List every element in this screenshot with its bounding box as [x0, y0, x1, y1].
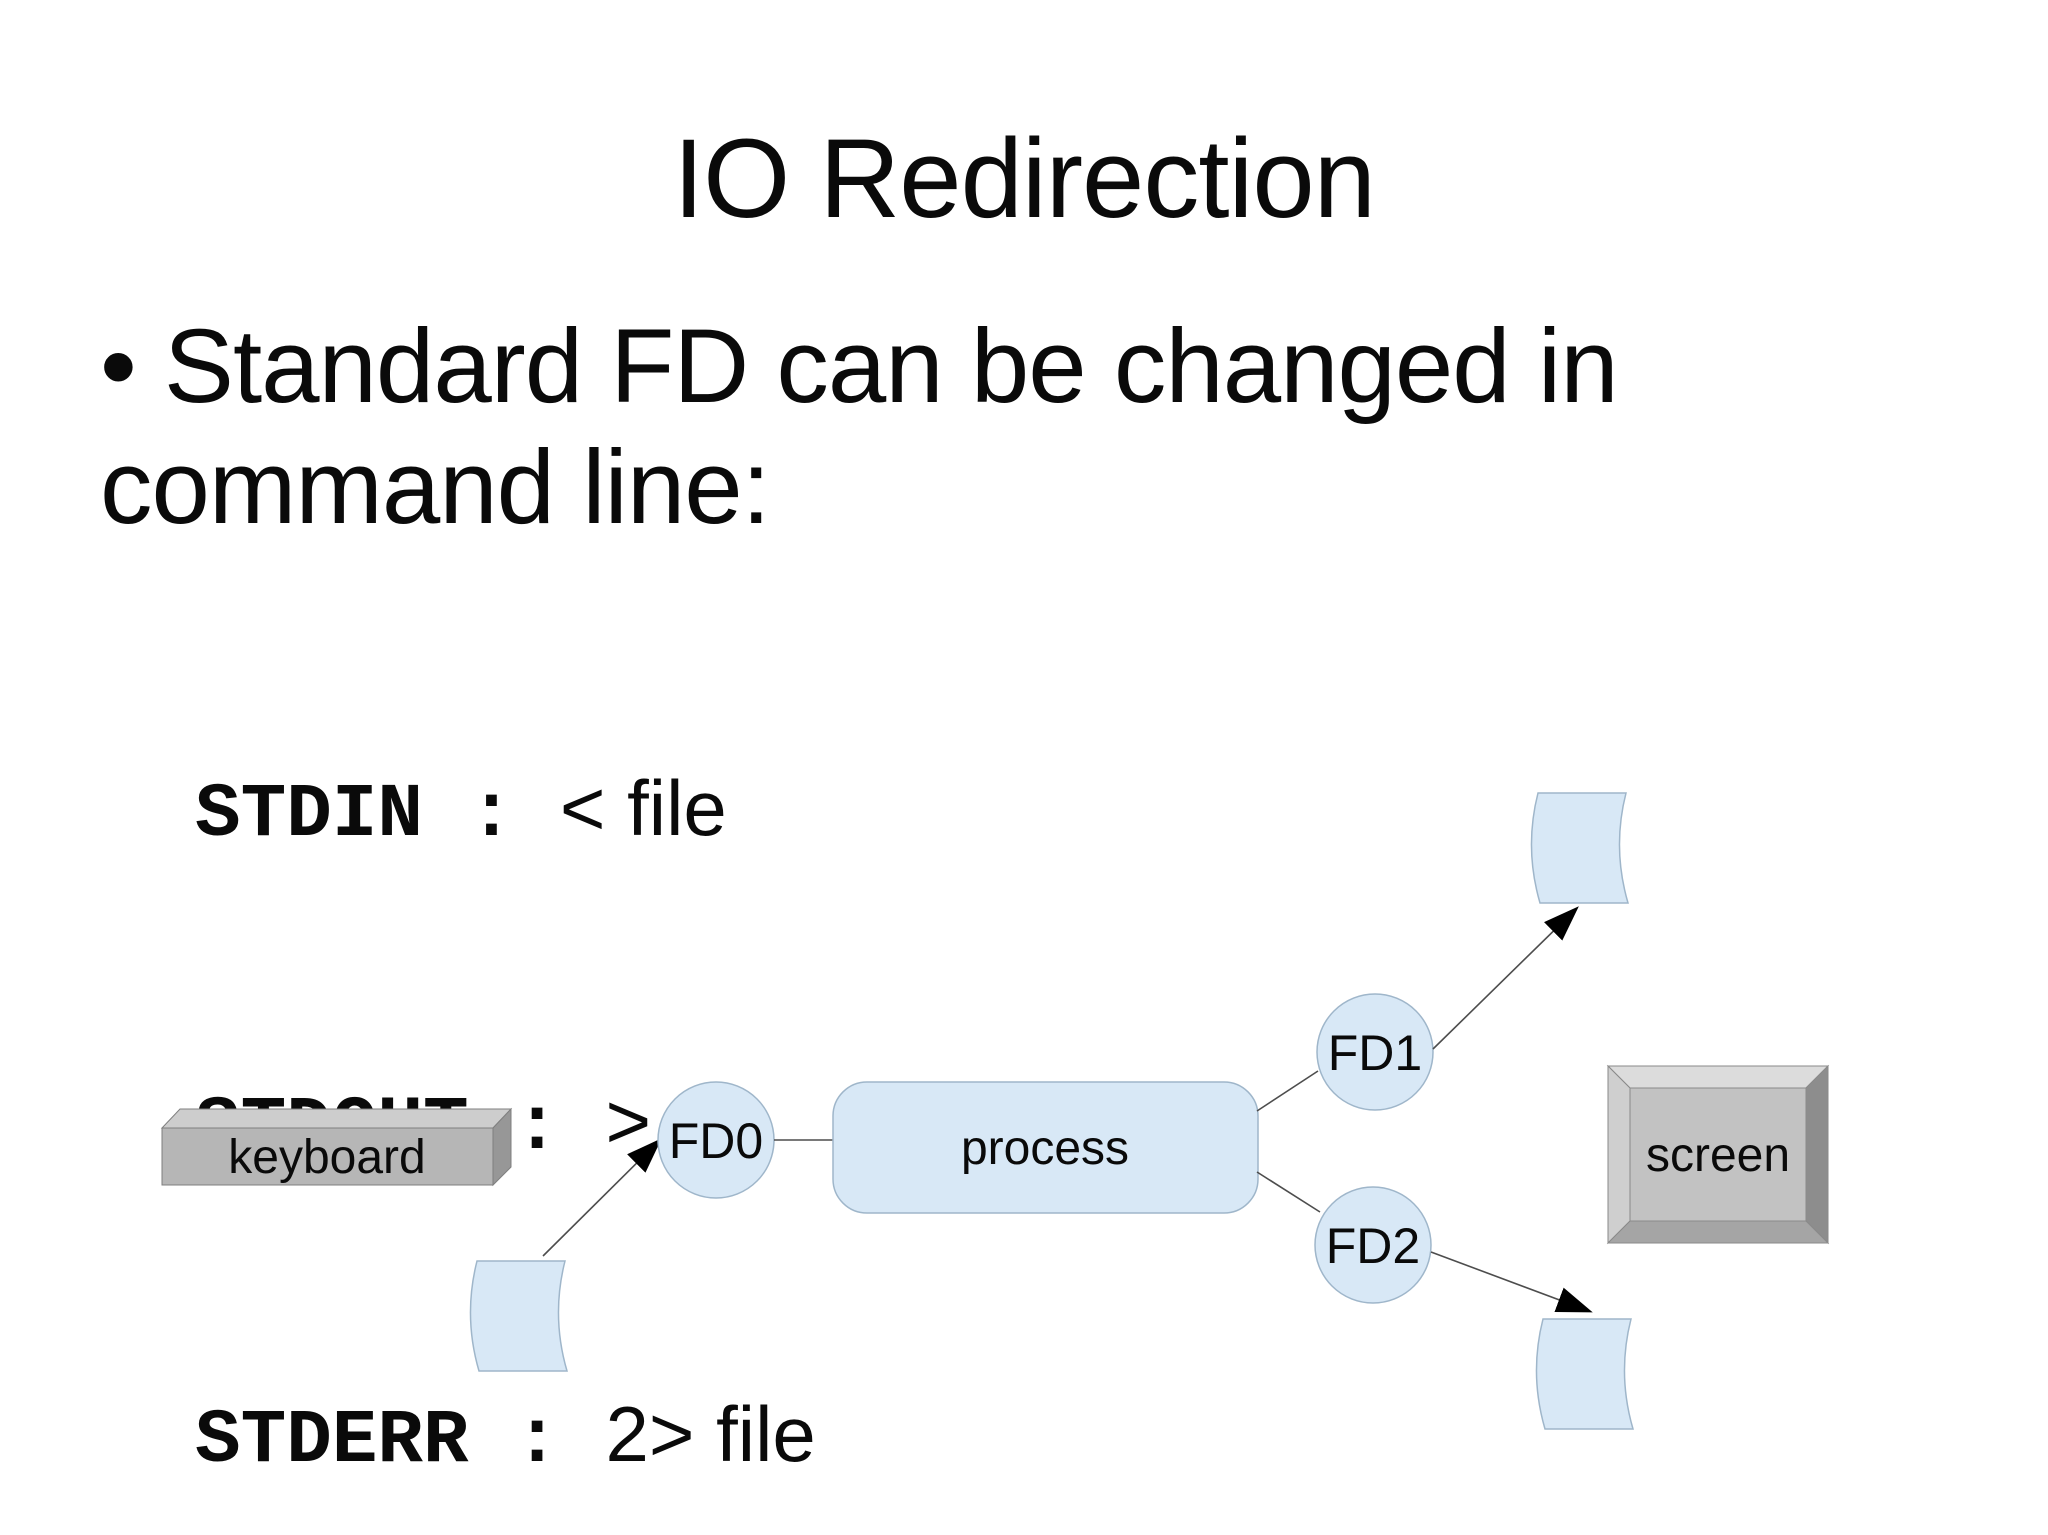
keyboard-label: keyboard — [228, 1131, 425, 1184]
fd2-node: FD2 — [1314, 1186, 1432, 1304]
screen-label: screen — [1646, 1129, 1790, 1182]
fd0-node: FD0 — [657, 1081, 775, 1199]
stderr-value: 2> file — [605, 1390, 816, 1478]
bullet-line-1: • Standard FD can be changed in — [100, 308, 1619, 425]
screen-box: screen — [1606, 1064, 1830, 1245]
redirection-row-stderr: STDERR : 2> file — [195, 1383, 816, 1492]
slide-title: IO Redirection — [673, 116, 1376, 241]
fd2-label: FD2 — [1326, 1218, 1420, 1274]
stdin-file-to-fd0-arrow — [542, 1138, 662, 1257]
stdin-label: STDIN — [195, 772, 424, 858]
stdout-file-shape — [1530, 792, 1629, 904]
stdin-value: < file — [559, 764, 727, 852]
process-label: process — [961, 1122, 1129, 1175]
fd0-label: FD0 — [669, 1113, 763, 1169]
bullet-line-2: command line: — [100, 429, 771, 546]
stderr-label: STDERR — [195, 1398, 469, 1484]
fd1-label: FD1 — [1328, 1025, 1422, 1081]
redirection-row-stdin: STDIN : < file — [195, 757, 816, 866]
keyboard-box: keyboard — [160, 1107, 513, 1187]
process-box: process — [832, 1081, 1259, 1214]
bullet-paragraph: • Standard FD can be changed in command … — [100, 306, 1619, 548]
stdin-separator: : — [423, 772, 560, 858]
stderr-file-shape — [1535, 1318, 1634, 1430]
fd1-node: FD1 — [1316, 993, 1434, 1111]
stderr-separator: : — [468, 1398, 606, 1484]
process-fd2-connector — [1256, 1171, 1321, 1213]
stdin-file-shape — [469, 1260, 568, 1372]
fd1-to-stdout-file-arrow — [1432, 906, 1579, 1050]
fd2-to-stderr-file-arrow — [1430, 1251, 1593, 1313]
stdout-separator: : — [468, 1085, 606, 1171]
process-fd1-connector — [1256, 1070, 1319, 1112]
